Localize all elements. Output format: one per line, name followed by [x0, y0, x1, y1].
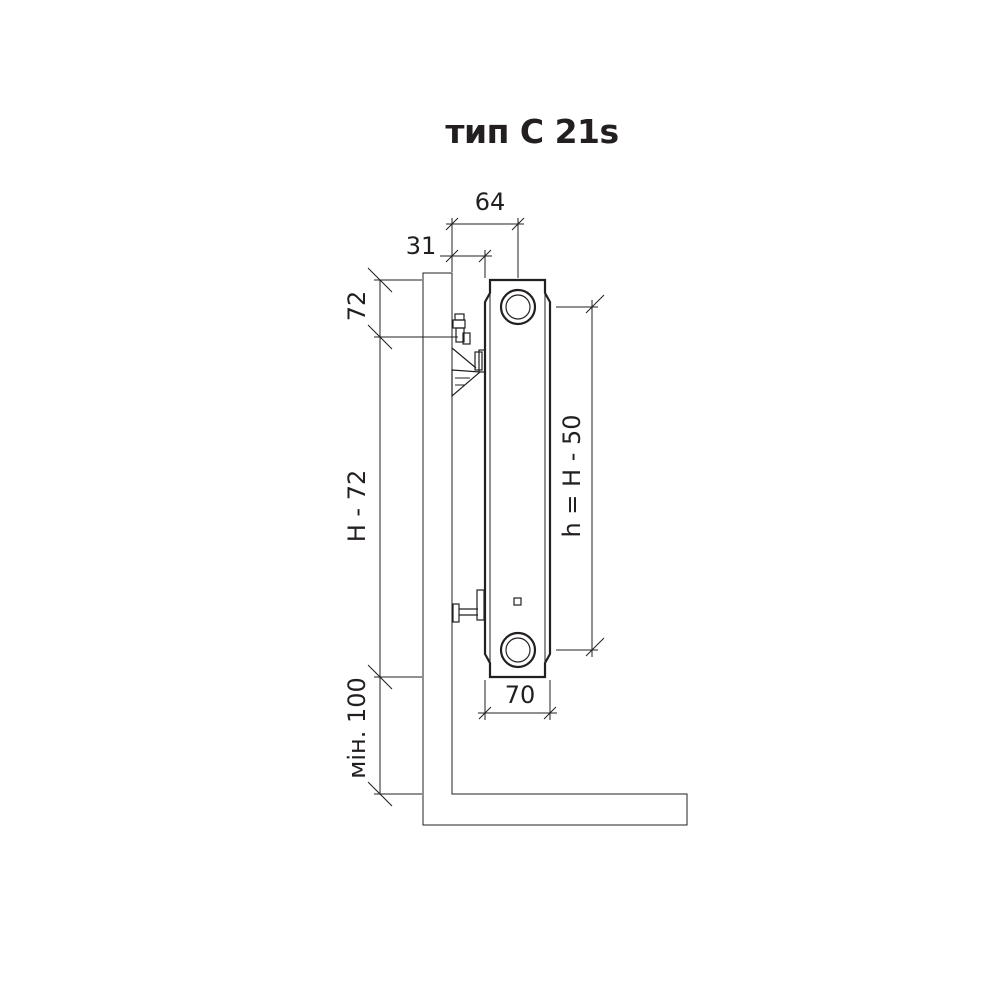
label-h-eq: h = H - 50 — [558, 414, 586, 537]
label-min-100: мін. 100 — [343, 677, 371, 779]
label-64: 64 — [475, 188, 506, 216]
diagram-title: тип С 21s — [445, 112, 619, 151]
label-72: 72 — [343, 291, 371, 322]
upper-bracket — [451, 313, 486, 398]
lower-bracket — [452, 589, 485, 623]
dimension-h — [556, 294, 605, 657]
radiator-panel — [483, 278, 552, 679]
dimension-64 — [445, 217, 525, 278]
label-31: 31 — [406, 232, 437, 260]
left-dimension-chain — [367, 267, 458, 807]
label-70: 70 — [505, 681, 536, 709]
dimension-70 — [478, 680, 557, 720]
label-h-minus-72: H - 72 — [343, 470, 371, 543]
dimension-31 — [440, 249, 492, 278]
wall-floor — [422, 272, 688, 826]
